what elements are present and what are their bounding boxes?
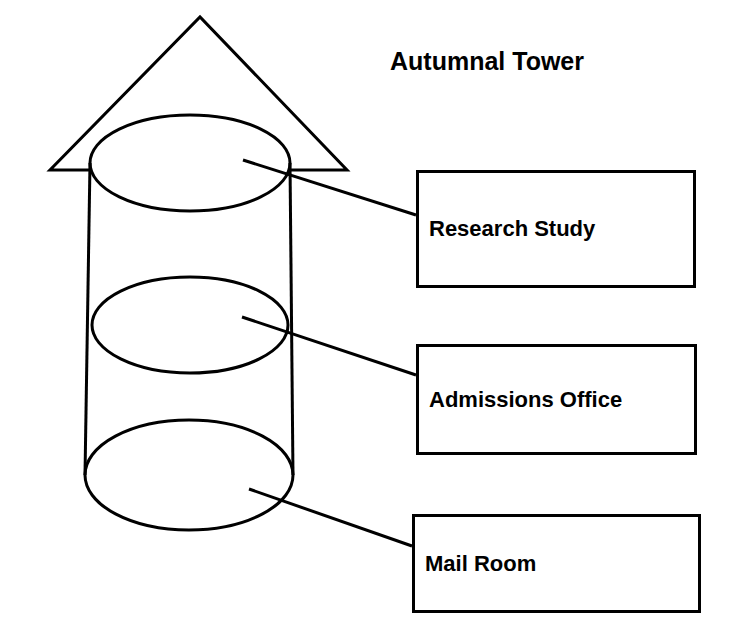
diagram-title: Autumnal Tower — [390, 47, 584, 76]
room-box: Admissions Office — [416, 344, 697, 455]
room-label: Mail Room — [415, 551, 536, 577]
floor-ellipse — [90, 115, 290, 211]
room-box: Research Study — [416, 170, 696, 288]
tower-wall — [290, 163, 293, 475]
room-box: Mail Room — [412, 514, 701, 613]
leader-line — [242, 317, 416, 375]
floor-ellipse — [85, 420, 293, 530]
room-label: Admissions Office — [419, 387, 622, 413]
leader-line — [243, 160, 416, 215]
floor-ellipse — [92, 277, 288, 373]
tower-wall — [85, 163, 90, 475]
leader-line — [249, 489, 412, 546]
room-label: Research Study — [419, 216, 595, 242]
